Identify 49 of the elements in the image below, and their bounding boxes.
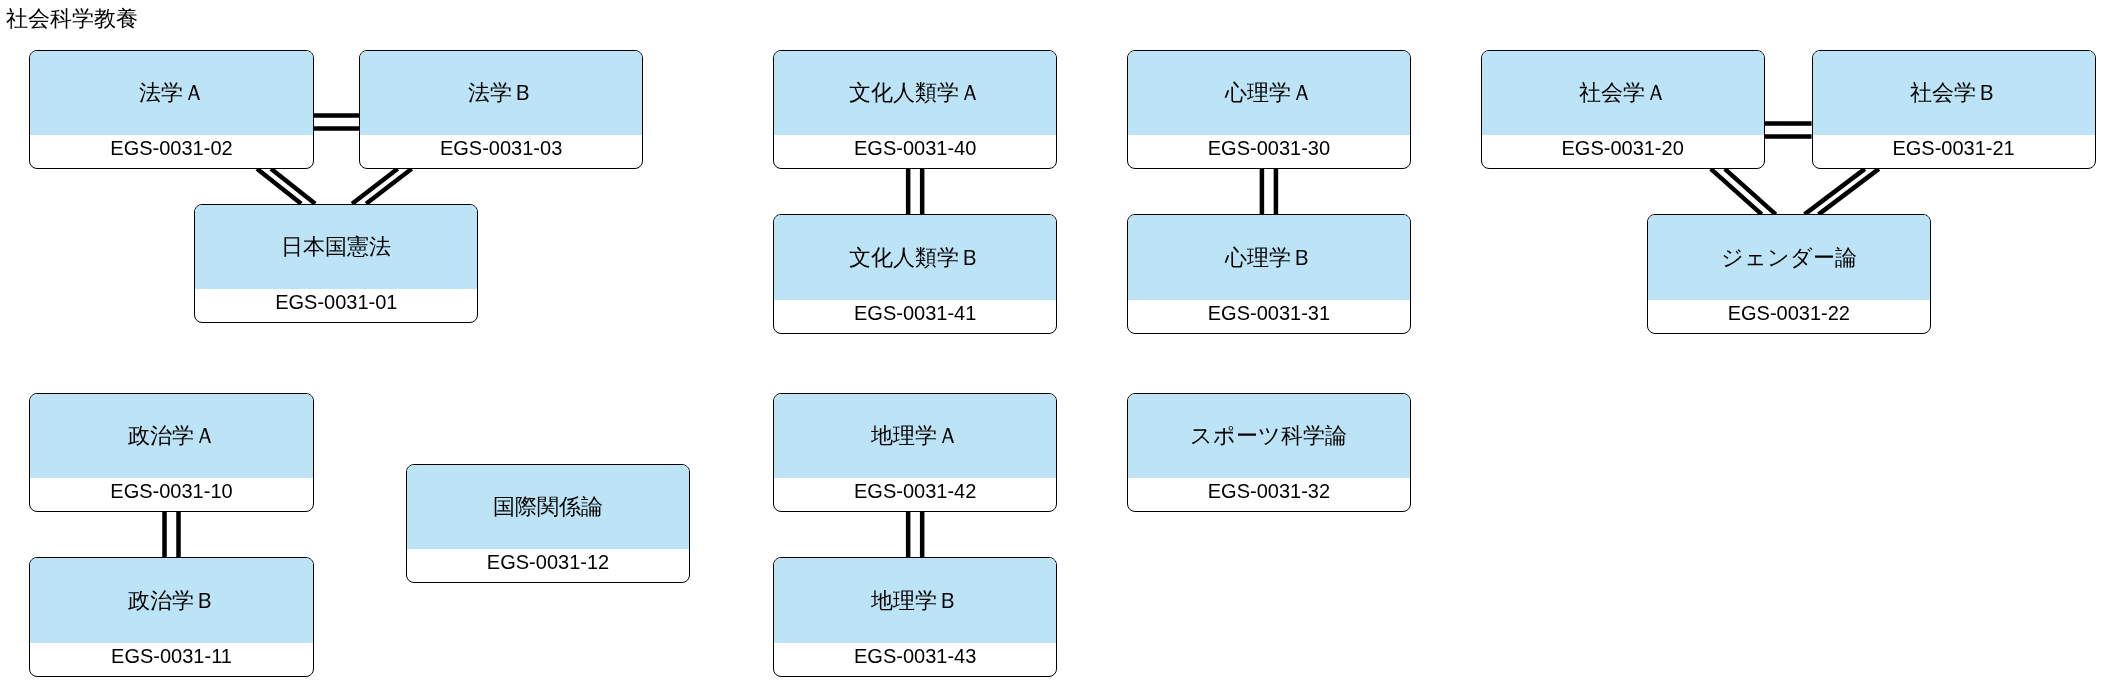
course-code: EGS-0031-11 — [110, 643, 233, 669]
course-name: ジェンダー論 — [1720, 243, 1857, 272]
course-code: EGS-0031-20 — [1560, 136, 1685, 161]
course-code: EGS-0031-02 — [109, 136, 234, 161]
course-name: 文化人類学Ｂ — [849, 243, 982, 272]
course-code: EGS-0031-12 — [485, 550, 611, 576]
course-box — [773, 557, 1058, 677]
diagram-title: 社会科学教養 — [6, 5, 138, 33]
course-code: EGS-0031-30 — [1206, 136, 1332, 161]
course-name: 国際関係論 — [493, 492, 603, 521]
course-code: EGS-0031-10 — [109, 479, 234, 504]
course-name: 心理学Ａ — [1224, 78, 1313, 107]
course-box — [773, 392, 1058, 512]
course-box — [29, 392, 314, 512]
course-name: 法学Ｂ — [468, 78, 535, 107]
course-code: EGS-0031-31 — [1206, 300, 1332, 326]
course-code: EGS-0031-03 — [438, 136, 564, 161]
course-box — [1126, 392, 1411, 512]
course-name: 地理学Ｂ — [871, 586, 960, 615]
course-box — [359, 49, 644, 169]
course-code: EGS-0031-42 — [853, 479, 978, 504]
course-name: 心理学Ｂ — [1224, 243, 1313, 272]
course-name: 法学Ａ — [138, 78, 205, 107]
course-code: EGS-0031-41 — [853, 300, 978, 326]
course-code: EGS-0031-43 — [853, 643, 978, 669]
course-name: 社会学Ｂ — [1909, 78, 1998, 107]
course-code: EGS-0031-22 — [1726, 300, 1851, 326]
course-box — [1811, 49, 2096, 169]
course-name: 社会学Ａ — [1578, 78, 1667, 107]
course-box — [773, 214, 1058, 334]
course-name: 政治学Ｂ — [127, 586, 216, 615]
course-box — [773, 49, 1058, 169]
course-code: EGS-0031-32 — [1206, 479, 1332, 504]
course-name: 地理学Ａ — [871, 421, 960, 450]
course-code: EGS-0031-01 — [274, 290, 399, 316]
course-box — [29, 557, 314, 677]
course-code: EGS-0031-40 — [853, 136, 978, 161]
course-box — [1480, 49, 1765, 169]
course-box — [29, 49, 314, 169]
course-name: 政治学Ａ — [127, 421, 216, 450]
course-box — [1126, 214, 1411, 334]
course-box — [406, 463, 691, 583]
course-name: 日本国憲法 — [281, 232, 392, 261]
course-name: 文化人類学Ａ — [849, 78, 982, 107]
course-box — [1126, 49, 1411, 169]
course-box — [1646, 214, 1931, 334]
course-box — [194, 203, 479, 323]
course-name: スポーツ科学論 — [1190, 421, 1348, 450]
course-code: EGS-0031-21 — [1891, 136, 2016, 161]
